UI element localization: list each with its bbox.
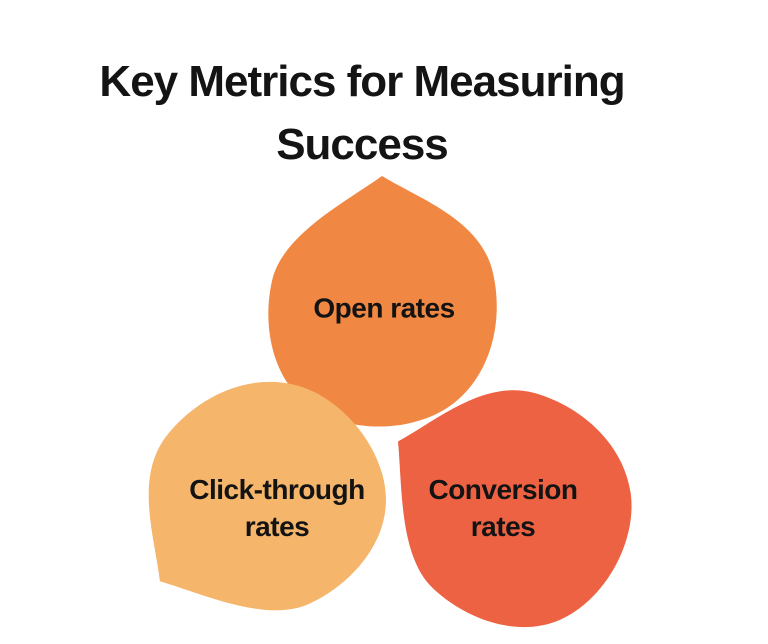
page-title-line-2: Success — [276, 120, 449, 169]
label-conversion-rates-line-2: rates — [470, 511, 536, 542]
label-click-through-rates-line-1: Click-through — [189, 474, 365, 505]
page-title-line-1: Key Metrics for Measuring — [99, 57, 625, 106]
page-title: Key Metrics for Measuring Success — [99, 50, 625, 176]
label-conversion-rates-line-1: Conversion — [428, 474, 578, 505]
label-open-rates: Open rates — [313, 290, 455, 327]
label-conversion-rates: Conversion rates — [428, 471, 578, 545]
label-click-through-rates: Click-through rates — [189, 471, 365, 545]
label-click-through-rates-line-2: rates — [244, 511, 310, 542]
label-open-rates-line-1: Open rates — [313, 292, 455, 324]
